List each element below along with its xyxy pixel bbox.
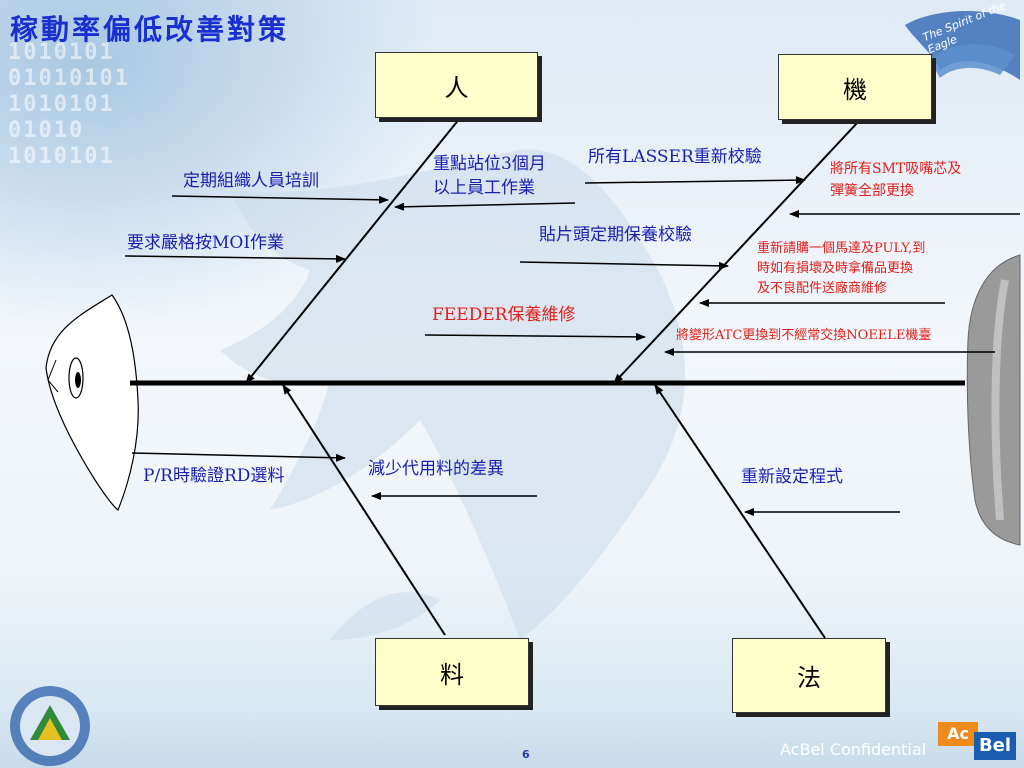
- cause-reduce-sub: 減少代用料的差異: [368, 459, 504, 479]
- bone-person: [245, 117, 461, 384]
- cause-lasser: 所有LASSER重新校驗: [588, 147, 762, 167]
- cause-moi: 要求嚴格按MOI作業: [127, 233, 285, 253]
- cause-motor-line3: 及不良配件送廠商維修: [757, 281, 888, 296]
- category-method-box: 法: [732, 638, 886, 713]
- cause-smt-line1: 將所有SMT吸嘴芯及: [830, 161, 962, 177]
- cause-head-maint: 貼片頭定期保養校驗: [539, 225, 692, 245]
- bone-material: [282, 384, 446, 636]
- bone-machine: [613, 121, 859, 384]
- category-machine-box: 機: [778, 54, 932, 120]
- cause-pr-verify: P/R時驗證RD選料: [143, 466, 285, 486]
- acbel-logo: Ac Bel: [938, 722, 1018, 762]
- cause-feeder: FEEDER保養維修: [432, 305, 576, 325]
- category-material-box: 料: [375, 638, 529, 706]
- slide-title: 稼動率偏低改善對策: [10, 13, 290, 46]
- cause-motor-line2: 時如有損壞及時拿備品更換: [757, 261, 914, 276]
- category-person-box: 人: [375, 52, 538, 118]
- bone-method: [654, 384, 826, 639]
- logo-ac: Ac: [938, 722, 978, 746]
- cause-reprogram: 重新設定程式: [741, 467, 843, 487]
- cause-training: 定期組織人員培訓: [183, 171, 319, 191]
- cause-smt-line2: 彈簧全部更換: [830, 183, 914, 199]
- cause-motor-line1: 重新請購一個馬達及PULY,到: [757, 241, 926, 256]
- cause-staff-line1: 重點站位3個月: [433, 154, 546, 174]
- page-number: 6: [522, 748, 530, 761]
- confidential-label: AcBel Confidential: [780, 740, 927, 759]
- cause-atc: 將變形ATC更換到不經常交換NOEELE機臺: [676, 328, 932, 343]
- logo-bel: Bel: [974, 732, 1016, 760]
- cause-staff-line2: 以上員工作業: [433, 178, 535, 198]
